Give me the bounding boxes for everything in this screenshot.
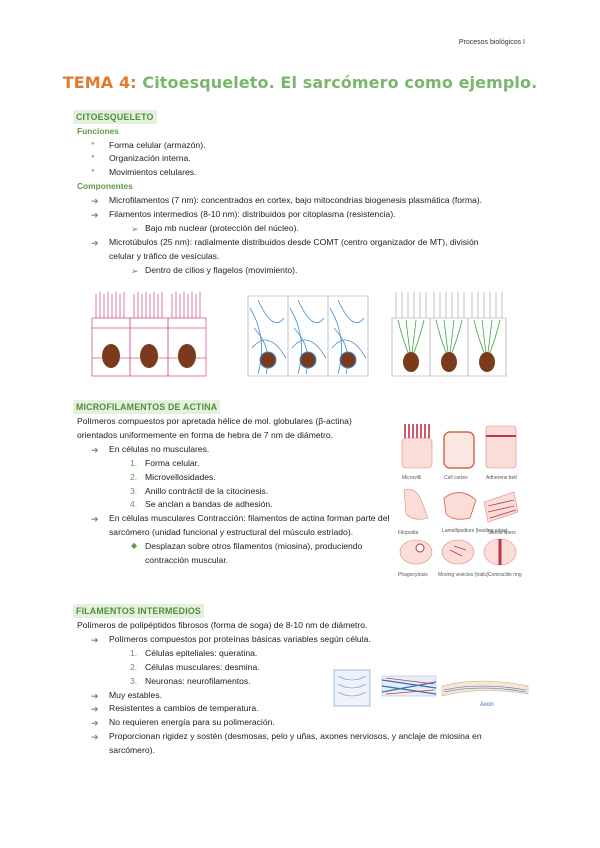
list-item: 1.Forma celular. xyxy=(130,457,200,468)
svg-text:Adherens belt: Adherens belt xyxy=(486,475,517,481)
svg-text:Stress fibers: Stress fibers xyxy=(488,530,516,536)
page-title: TEMA 4: Citoesqueleto. El sarcómero como… xyxy=(0,70,600,96)
list-item: ➔No requieren energía para su polimeraci… xyxy=(73,716,533,730)
list-item: ➢Dentro de cilios y flagelos (movimiento… xyxy=(73,264,533,278)
list-item: 4.Se anclan a bandas de adhesión. xyxy=(130,499,273,510)
svg-text:Contractile ring: Contractile ring xyxy=(488,572,522,578)
list-item: ➔Microfilamentos (7 nm): concentrados en… xyxy=(73,194,533,208)
arrow-icon: ➔ xyxy=(91,514,99,525)
section-heading: FILAMENTOS INTERMEDIOS xyxy=(73,604,204,619)
funciones-label: Funciones xyxy=(77,125,119,136)
actin-panel-cell-cortex: Cell cortex xyxy=(443,431,475,481)
list-item: 2.Células musculares: desmina. xyxy=(130,661,260,672)
svg-text:Cell cortex: Cell cortex xyxy=(444,475,468,481)
cytoskeleton-cells-figure xyxy=(91,292,507,377)
header-course: Procesos biológicos I xyxy=(458,39,525,46)
list-item: ➔Microtúbulos (25 nm): radialmente distr… xyxy=(91,236,479,261)
list-item: 3.Neuronas: neurofilamentos. xyxy=(130,675,251,686)
arrow-icon: ➔ xyxy=(91,718,99,729)
section-actina: MICROFILAMENTOS DE ACTINA Polímeros comp… xyxy=(73,400,393,568)
list-item: ➔Muy estables. xyxy=(73,689,533,703)
triangle-bullet-icon: ➢ xyxy=(131,223,139,234)
section-heading: CITOESQUELETO xyxy=(73,110,157,125)
section-intermedios: FILAMENTOS INTERMEDIOS Polímeros de poli… xyxy=(73,604,533,758)
diamond-bullet-icon: ◆ xyxy=(131,541,138,551)
triangle-bullet-icon: ➢ xyxy=(131,265,139,276)
svg-text:Phagocytosis: Phagocytosis xyxy=(398,572,428,578)
actin-structures-figure: Microvilli Cell cortex Adherens belt Fil… xyxy=(398,424,522,578)
list-item: Forma celular (armazón). xyxy=(73,139,533,153)
svg-text:Axon: Axon xyxy=(480,702,494,708)
actin-panel-lamellipodium: Lamellipodium (leading edge) xyxy=(442,492,508,534)
intermedios-intro: Polímeros de polipéptidos fibrosos (form… xyxy=(77,619,368,630)
actin-panel-filopodia: Filopodia xyxy=(398,488,429,536)
list-item: 1.Células epiteliales: queratina. xyxy=(130,647,258,658)
if-panel-rope xyxy=(381,675,437,697)
list-item: ➔Proporcionan rigidez y sostén (desmosas… xyxy=(91,731,482,756)
intermediate-filament-cells-illustration xyxy=(247,295,369,377)
actin-panel-adherens-belt: Adherens belt xyxy=(485,425,517,481)
svg-text:Filopodia: Filopodia xyxy=(398,530,419,536)
title-tema: TEMA 4: xyxy=(62,73,137,92)
arrow-icon: ➔ xyxy=(91,444,99,455)
actin-cells-illustration xyxy=(91,292,207,377)
arrow-icon: ➔ xyxy=(91,704,99,715)
list-item: ➔Filamentos intermedios (8-10 nm): distr… xyxy=(73,208,533,222)
list-item: Organización interna. xyxy=(73,152,533,166)
arrow-icon: ➔ xyxy=(91,209,99,220)
if-panel-cell xyxy=(333,669,371,707)
arrow-icon: ➔ xyxy=(91,732,99,743)
list-item: ➢Bajo mb nuclear (protección del núcleo)… xyxy=(73,222,533,236)
list-item: 3.Anillo contráctil de la citocinesis. xyxy=(130,485,269,496)
list-item: ➔Resistentes a cambios de temperatura. xyxy=(73,702,533,716)
microtubule-cells-illustration xyxy=(391,292,507,377)
svg-text:Microvilli: Microvilli xyxy=(402,475,421,481)
title-rest: Citoesqueleto. El sarcómero como ejemplo… xyxy=(136,73,538,92)
arrow-icon: ➔ xyxy=(91,237,99,248)
arrow-icon: ➔ xyxy=(91,690,99,701)
componentes-label: Componentes xyxy=(77,181,133,192)
list-item: ➔En células musculares Contracción: fila… xyxy=(91,513,390,538)
actin-panel-microvilli: Microvilli xyxy=(401,424,433,481)
list-item: ➔Polímeros compuestos por proteínas bási… xyxy=(73,633,533,647)
intermediate-filaments-figure: Axon xyxy=(333,669,529,708)
list-item: 2.Microvellosidades. xyxy=(130,471,216,482)
actin-panel-contractile-ring: Contractile ring xyxy=(483,538,522,578)
actina-intro: Polímeros compuestos por apretada hélice… xyxy=(77,415,352,440)
section-heading: MICROFILAMENTOS DE ACTINA xyxy=(73,400,221,415)
funciones-list: Forma celular (armazón). Organización in… xyxy=(73,139,533,181)
actin-panel-moving-vesicles: Moving vesicles (trails) xyxy=(438,539,489,578)
svg-text:Lamellipodium (leading edge): Lamellipodium (leading edge) xyxy=(442,528,508,534)
section-citoesqueleto: CITOESQUELETO Funciones Forma celular (a… xyxy=(73,110,533,277)
list-item: ➔En células no musculares. xyxy=(73,443,393,457)
list-item: Movimientos celulares. xyxy=(73,166,533,180)
list-item: ◆Desplazan sobre otros filamentos (miosi… xyxy=(131,541,363,566)
actin-panel-phagocytosis: Phagocytosis xyxy=(398,539,433,578)
arrow-icon: ➔ xyxy=(91,195,99,206)
svg-text:Moving vesicles (trails): Moving vesicles (trails) xyxy=(438,572,489,578)
arrow-icon: ➔ xyxy=(91,634,99,645)
if-panel-axon: Axon xyxy=(441,680,529,708)
actin-panel-stress-fibers: Stress fibers xyxy=(483,491,519,536)
